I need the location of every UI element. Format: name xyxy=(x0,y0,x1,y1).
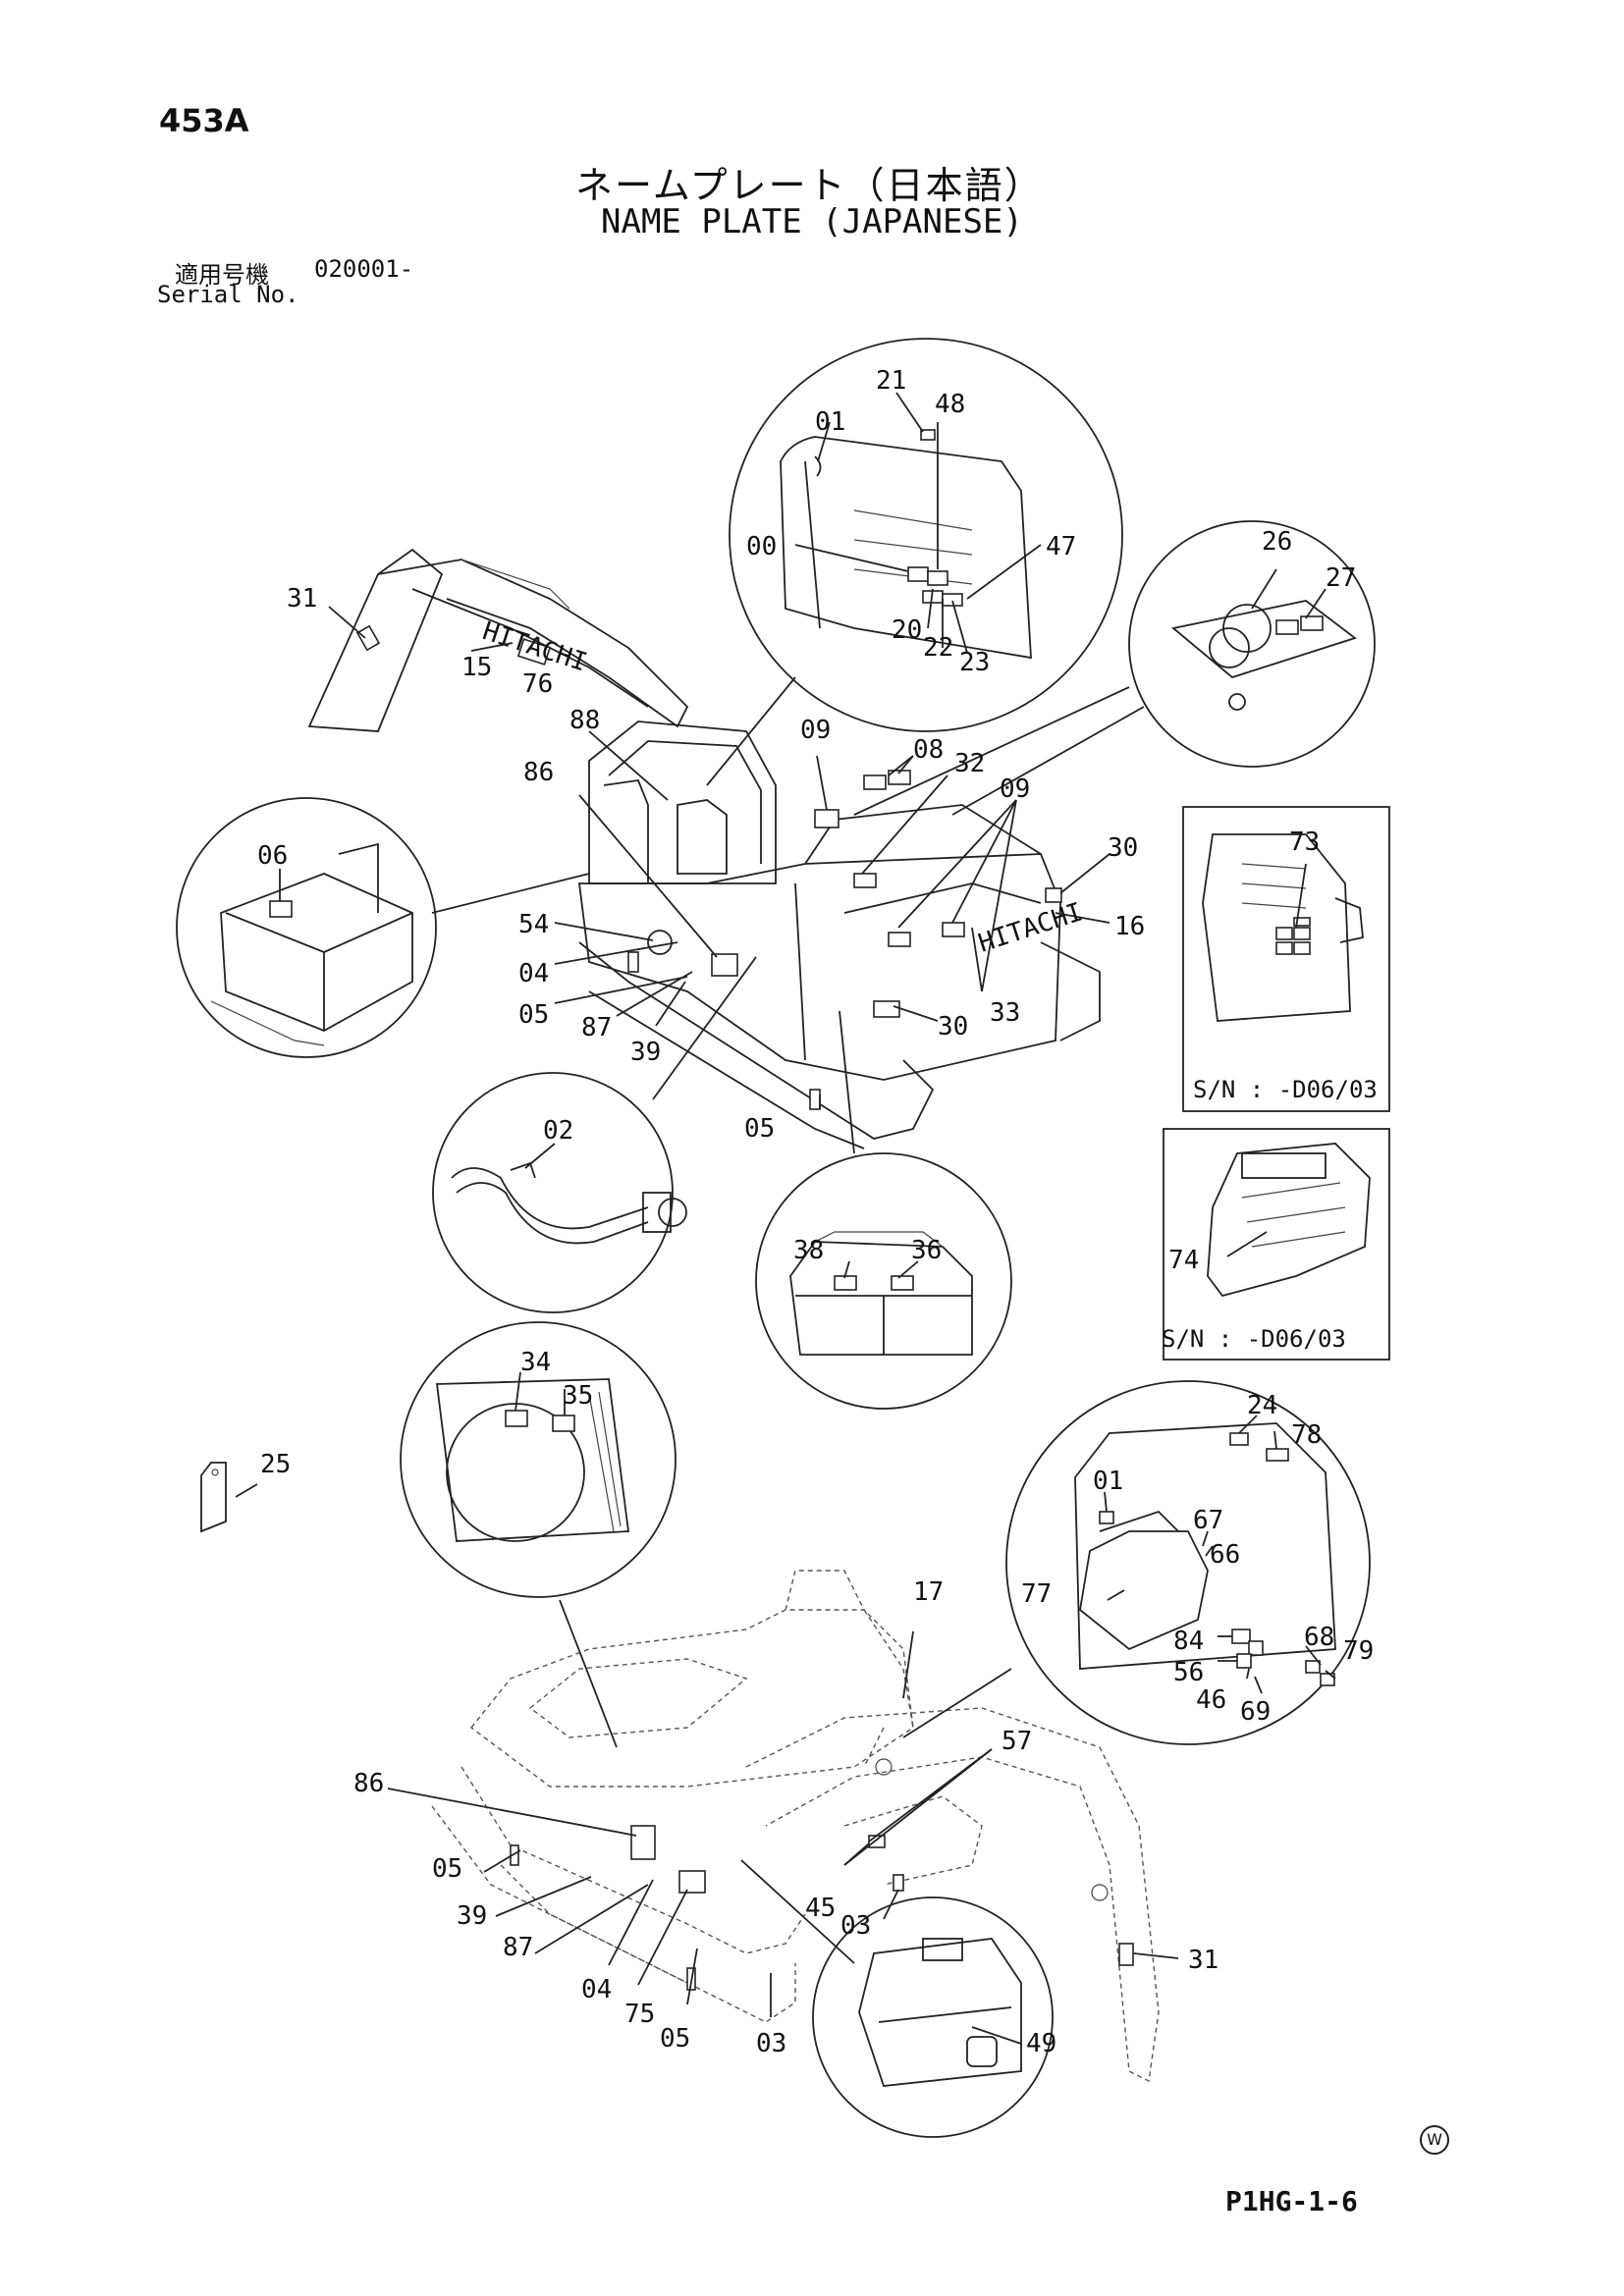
callout-69: 69 xyxy=(1240,1697,1271,1727)
detail-battery-circle xyxy=(755,1152,1012,1410)
callout-26: 26 xyxy=(1262,527,1292,557)
callout-00: 00 xyxy=(746,532,777,561)
serial-label-japanese: 適用号機 xyxy=(175,261,269,289)
w-mark-icon: W xyxy=(1420,2125,1449,2155)
callout-75: 75 xyxy=(624,2000,655,2029)
callout-86-upper: 86 xyxy=(523,758,554,787)
callout-47: 47 xyxy=(1046,532,1076,561)
callout-03-middle: 03 xyxy=(840,1911,871,1941)
callout-38: 38 xyxy=(793,1236,824,1265)
page-number: 453A xyxy=(159,102,249,139)
detail-engine-cover-circle xyxy=(812,1896,1054,2138)
inset-box-a xyxy=(1182,806,1390,1112)
callout-05-lower-track: 05 xyxy=(660,2024,690,2054)
svg-text:HITACHI: HITACHI xyxy=(975,897,1086,958)
callout-15: 15 xyxy=(461,653,492,682)
tag-25-shape xyxy=(200,1462,227,1533)
callout-09-right: 09 xyxy=(1000,774,1030,804)
callout-77: 77 xyxy=(1021,1579,1052,1609)
callout-17: 17 xyxy=(913,1577,944,1607)
callout-23: 23 xyxy=(959,648,990,677)
detail-hose-circle xyxy=(432,1072,687,1313)
callout-45: 45 xyxy=(805,1894,836,1923)
callout-54: 54 xyxy=(518,910,549,939)
callout-66: 66 xyxy=(1210,1540,1240,1570)
callout-78: 78 xyxy=(1291,1420,1322,1450)
callout-79: 79 xyxy=(1343,1636,1374,1666)
leader-lines xyxy=(235,392,1336,2045)
callout-31-lower: 31 xyxy=(1188,1946,1218,1975)
title-japanese: ネームプレート（日本語） xyxy=(575,164,1044,207)
callout-02: 02 xyxy=(543,1116,573,1146)
serial-label-english: Serial No. xyxy=(157,281,299,308)
callout-05-upper-left: 05 xyxy=(518,1000,549,1030)
callout-67: 67 xyxy=(1193,1506,1223,1535)
callout-30-upper-right: 30 xyxy=(1108,833,1138,863)
upper-excavator-drawing: HITACHI HITACHI xyxy=(307,548,1101,1149)
callout-87-lower: 87 xyxy=(503,1933,533,1962)
drawing-code: P1HG-1-6 xyxy=(1225,2185,1358,2217)
callout-74: 74 xyxy=(1168,1246,1199,1275)
callout-88: 88 xyxy=(569,706,600,735)
callout-30-lower: 30 xyxy=(938,1012,968,1041)
callout-33: 33 xyxy=(990,998,1020,1028)
callout-21: 21 xyxy=(876,366,906,396)
callout-76: 76 xyxy=(522,669,553,699)
callout-68: 68 xyxy=(1304,1623,1334,1652)
detail-cab-door-circle xyxy=(729,338,1123,732)
callout-32: 32 xyxy=(954,749,985,778)
callout-39-upper: 39 xyxy=(630,1038,661,1067)
callout-86-lower: 86 xyxy=(353,1769,384,1798)
callout-04-upper: 04 xyxy=(518,959,549,988)
callout-22: 22 xyxy=(923,633,953,663)
title-english: NAME PLATE (JAPANESE) xyxy=(601,202,1023,241)
callout-27: 27 xyxy=(1326,563,1356,593)
detail-electrical-box-circle xyxy=(176,797,437,1058)
callout-06: 06 xyxy=(257,841,288,871)
callout-09-upper: 09 xyxy=(800,716,831,745)
inset-b-serial-range: S/N : -D06/03 xyxy=(1162,1325,1346,1353)
callout-36: 36 xyxy=(911,1236,942,1265)
callout-35: 35 xyxy=(563,1381,593,1411)
inset-box-b xyxy=(1163,1128,1390,1361)
callout-84: 84 xyxy=(1173,1627,1204,1656)
callout-05-lower-left: 05 xyxy=(432,1854,462,1884)
callout-39-lower: 39 xyxy=(457,1901,487,1931)
callout-87-upper: 87 xyxy=(581,1013,612,1042)
detail-panel-circle xyxy=(1128,520,1376,768)
callout-24: 24 xyxy=(1247,1391,1277,1420)
callout-73: 73 xyxy=(1289,828,1320,857)
callout-05-upper-track: 05 xyxy=(744,1114,775,1144)
callout-01-interior: 01 xyxy=(1093,1467,1123,1496)
callout-20: 20 xyxy=(892,615,922,645)
lower-excavator-drawing xyxy=(431,1570,1160,2083)
callout-49: 49 xyxy=(1026,2029,1056,2058)
inset-a-serial-range: S/N : -D06/03 xyxy=(1193,1076,1378,1103)
callout-08: 08 xyxy=(913,735,944,765)
callout-25: 25 xyxy=(260,1450,291,1479)
callout-labels: 31 15 76 88 86 54 04 05 87 39 09 08 32 0… xyxy=(257,366,1378,2058)
serial-number-value: 020001- xyxy=(314,255,414,283)
callout-04-lower: 04 xyxy=(581,1975,612,2004)
callout-16: 16 xyxy=(1114,912,1145,941)
callout-34: 34 xyxy=(520,1348,551,1377)
callout-31-upper: 31 xyxy=(287,584,317,614)
callout-01-door: 01 xyxy=(815,407,845,437)
callout-03-lower: 03 xyxy=(756,2029,786,2058)
callout-46: 46 xyxy=(1196,1685,1226,1715)
callout-57: 57 xyxy=(1001,1727,1032,1756)
callout-56: 56 xyxy=(1173,1658,1204,1687)
callout-48: 48 xyxy=(935,390,965,419)
